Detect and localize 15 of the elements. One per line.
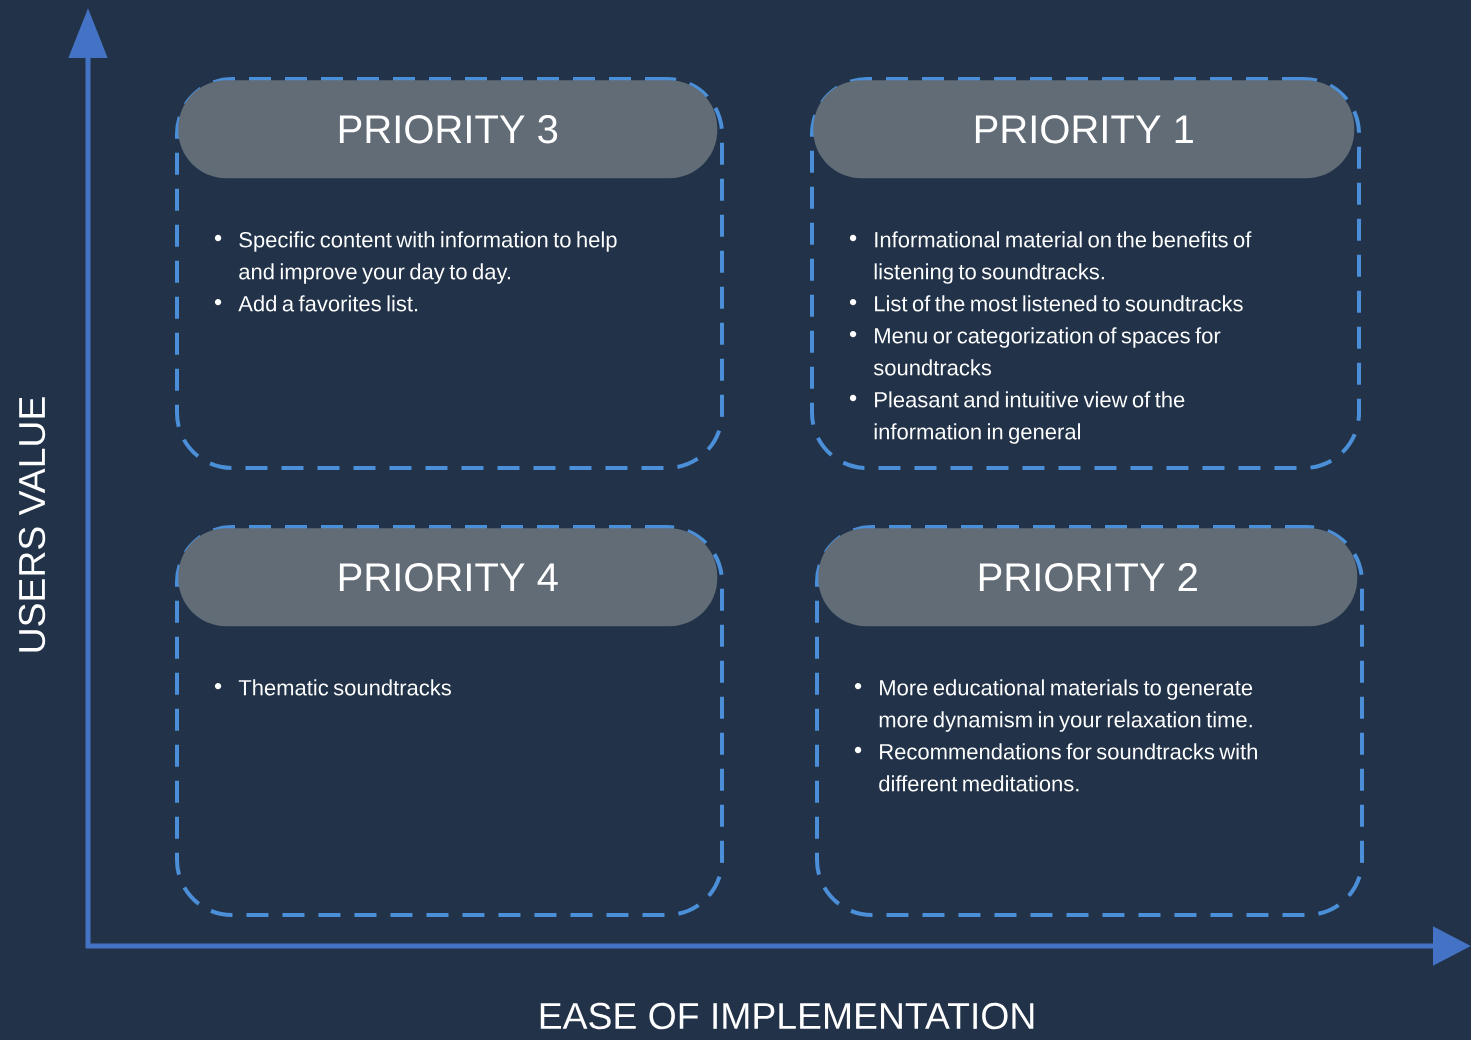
priority-header: PRIORITY 1 [813,80,1355,179]
axis-label: USERS VALUE [18,397,46,652]
node-label: Menu or categorization of spaces for soundtracks [873,327,1221,376]
priority-header: PRIORITY 4 [178,528,718,627]
node-label: Pleasant and intuitive view of the information in general [874,391,1185,444]
node-label: Thematic soundtracks [238,679,451,696]
node-label: Add a favorites list. [238,295,418,312]
node-label: Recommendations for soundtracks with different meditations. [879,743,1257,792]
node-label: Specific content with information to help and improve your day to day. [239,231,617,284]
priority-header: PRIORITY 3 [178,80,718,179]
axis-label: EASE OF IMPLEMENTATION [540,1002,1034,1030]
node-label: List of the most listened to soundtracks [875,295,1243,312]
node-label: Informational material on the benefits of listening to soundtracks. [874,231,1252,284]
priority-header: PRIORITY 2 [818,528,1358,627]
node-label: More educational materials to generate more dynamism in your relaxation time. [879,679,1253,732]
